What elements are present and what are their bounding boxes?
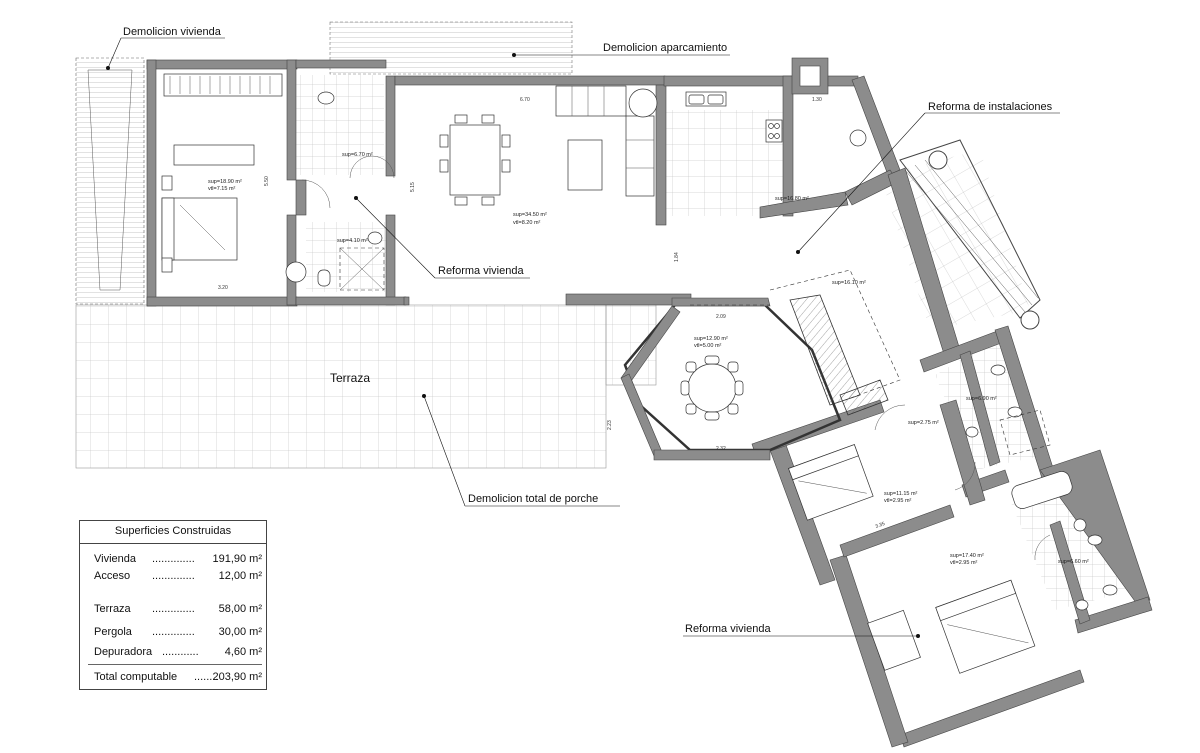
pergola-demolition-area bbox=[75, 57, 145, 305]
bedroom2-vtl: vtl=2.95 m² bbox=[884, 498, 912, 504]
summary-row: Terraza .............. 58,00 m² bbox=[94, 603, 262, 617]
bedroom1-area: sup=18.90 m² bbox=[208, 179, 242, 185]
label-terraza: Terraza bbox=[330, 371, 370, 385]
living-furniture bbox=[439, 85, 658, 206]
corridor-area: sup=2.75 m² bbox=[908, 420, 939, 426]
dimension-labels: 6.70 3.20 5.50 5.15 1.30 2.09 2.32 1.84 … bbox=[218, 97, 886, 530]
living-vtl: vtl=8.20 m² bbox=[513, 220, 541, 226]
summary-total-dots: ........ bbox=[194, 671, 219, 683]
summary-row-label: Terraza bbox=[94, 603, 131, 615]
terrace-area bbox=[75, 304, 657, 469]
summary-row: Acceso .............. 12,00 m² bbox=[94, 570, 262, 584]
annotation-texts: Demolicion vivienda Demolicion aparcamie… bbox=[123, 26, 1053, 635]
bath3-area: sup=6.90 m² bbox=[966, 396, 997, 402]
bath2-area: sup=4.10 m² bbox=[337, 238, 368, 244]
dim-bedroom-depth: 5.50 bbox=[264, 176, 270, 186]
summary-row-dots: .............. bbox=[152, 570, 195, 582]
dim-living-depth: 5.15 bbox=[410, 182, 416, 192]
dim-bedroom2: 3.35 bbox=[875, 521, 886, 530]
summary-title: Superficies Construidas bbox=[114, 525, 232, 537]
bedroom1-vtl: vtl=7.15 m² bbox=[208, 186, 236, 192]
summary-row-dots: .............. bbox=[152, 603, 195, 615]
kitchen-area: sup=16.80 m² bbox=[775, 196, 809, 202]
dim-bedroom-width: 3.20 bbox=[218, 285, 228, 291]
summary-total-rule bbox=[88, 664, 262, 665]
bedroom3-vtl: vtl=2.95 m² bbox=[950, 560, 978, 566]
hall-area: sup=16.10 m² bbox=[832, 280, 866, 286]
summary-row-dots: ............ bbox=[162, 646, 199, 658]
label-demolicion-aparcamiento: Demolicion aparcamiento bbox=[603, 42, 727, 54]
summary-row-value: 4,60 m² bbox=[224, 646, 262, 658]
summary-row: Vivienda .............. 191,90 m² bbox=[94, 553, 262, 567]
right-terrace-steps bbox=[899, 139, 1041, 330]
label-demolicion-porche: Demolicion total de porche bbox=[468, 493, 598, 505]
walls-kitchen bbox=[663, 57, 901, 219]
dim-hall: 1.84 bbox=[674, 252, 680, 262]
summary-row-dots: .............. bbox=[152, 553, 195, 565]
bath4-area: sup=6.60 m² bbox=[1058, 559, 1089, 565]
dining-vtl: vtl=5.00 m² bbox=[694, 343, 722, 349]
summary-row-label: Acceso bbox=[94, 570, 131, 582]
bedroom3-area: sup=17.40 m² bbox=[950, 553, 984, 559]
summary-header-rule bbox=[80, 543, 266, 544]
bathroom-fixtures-left bbox=[285, 91, 385, 291]
dim-living-width: 6.70 bbox=[520, 97, 530, 103]
dim-kitchen: 1.30 bbox=[812, 97, 822, 103]
bedroom2-area: sup=11.15 m² bbox=[884, 491, 918, 497]
summary-total-row: Total computable ........ 203,90 m² bbox=[94, 671, 262, 683]
summary-row-label: Vivienda bbox=[94, 553, 136, 565]
bath1-area: sup=6.70 m² bbox=[342, 152, 373, 158]
bedroom-beds-right bbox=[788, 444, 1036, 674]
summary-row-value: 12,00 m² bbox=[218, 570, 262, 582]
summary-row-dots: .............. bbox=[152, 626, 195, 638]
walls-right-wing bbox=[751, 167, 1153, 748]
summary-total-value: 203,90 m² bbox=[212, 671, 262, 683]
kitchen-fixtures bbox=[685, 91, 867, 147]
label-reforma-vivienda-2: Reforma vivienda bbox=[685, 623, 771, 635]
summary-row: Depuradora ............ 4,60 m² bbox=[94, 646, 262, 660]
living-area: sup=34.50 m² bbox=[513, 212, 547, 218]
staircase bbox=[789, 294, 889, 416]
dim-dining-bottom: 2.32 bbox=[716, 446, 726, 452]
summary-row-label: Pergola bbox=[94, 626, 132, 638]
surface-summary-table: Superficies Construidas Vivienda .......… bbox=[79, 520, 267, 690]
label-reforma-vivienda-1: Reforma vivienda bbox=[438, 265, 524, 277]
dining-area: sup=12.90 m² bbox=[694, 336, 728, 342]
dim-dining-top: 2.09 bbox=[716, 314, 726, 320]
summary-row: Pergola .............. 30,00 m² bbox=[94, 626, 262, 640]
summary-row-value: 30,00 m² bbox=[218, 626, 262, 638]
annotation-leaders bbox=[106, 37, 1060, 638]
door-swings bbox=[301, 155, 1051, 561]
dim-terrace: 2.23 bbox=[607, 420, 613, 430]
bathroom-fixtures-right bbox=[965, 364, 1118, 611]
walls-left-wing bbox=[146, 59, 692, 307]
summary-row-label: Depuradora bbox=[94, 646, 153, 658]
dining-octagon bbox=[620, 297, 842, 461]
summary-row-value: 191,90 m² bbox=[212, 553, 262, 565]
summary-row-value: 58,00 m² bbox=[218, 603, 262, 615]
label-reforma-instalaciones: Reforma de instalaciones bbox=[928, 101, 1053, 113]
bedroom1-furniture bbox=[161, 73, 283, 273]
summary-total-label: Total computable bbox=[94, 671, 178, 683]
room-area-labels: sup=18.90 m² vtl=7.15 m² sup=6.70 m² sup… bbox=[208, 152, 1089, 566]
label-demolicion-vivienda: Demolicion vivienda bbox=[123, 26, 222, 38]
